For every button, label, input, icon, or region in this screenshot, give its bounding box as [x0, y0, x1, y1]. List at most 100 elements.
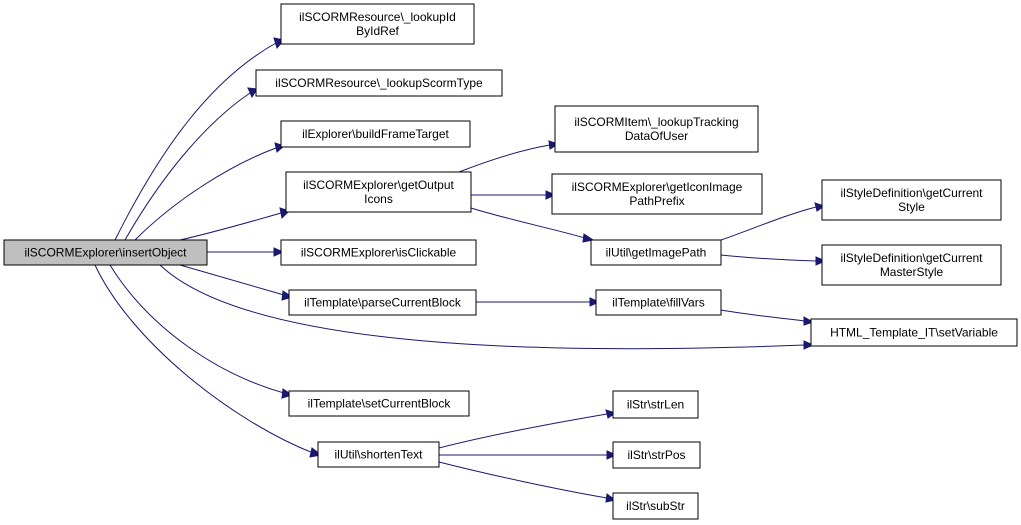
arrowhead: [273, 247, 285, 257]
edge-line: [438, 413, 608, 449]
edge-line: [438, 461, 608, 499]
edge-insertObject-to-lookupIdByIdRef: [114, 37, 285, 241]
node-getImagePath[interactable]: ilUtil\getImagePath: [590, 239, 722, 266]
arrowhead: [814, 202, 826, 212]
edge-line: [720, 206, 817, 241]
node-setCurrentBlock[interactable]: ilTemplate\setCurrentBlock: [288, 390, 470, 417]
arrowhead: [803, 316, 815, 326]
node-setVariable[interactable]: HTML_Template_IT\setVariable: [810, 318, 1018, 347]
edge-line: [109, 264, 285, 394]
node-label: ilTemplate\setCurrentBlock: [308, 397, 452, 411]
node-box: [590, 239, 722, 266]
node-label: ilStr\subStr: [626, 499, 685, 513]
node-subStr[interactable]: ilStr\subStr: [612, 492, 699, 520]
arrowhead: [605, 409, 617, 419]
node-label: HTML_Template_IT\setVariable: [830, 326, 998, 340]
node-box: [288, 289, 477, 316]
edge-getImagePath-to-getCurrentStyle: [720, 202, 826, 241]
nodes: ilSCORMExplorer\insertObject ilSCORMResou…: [3, 3, 1018, 520]
arrowhead: [589, 297, 601, 307]
node-box: [288, 390, 470, 417]
edge-insertObject-to-setVariable: [159, 264, 815, 350]
node-insertObject[interactable]: ilSCORMExplorer\insertObject: [3, 239, 208, 266]
arrowhead: [548, 140, 560, 150]
node-shortenText[interactable]: ilUtil\shortenText: [317, 441, 440, 468]
node-box: [551, 173, 763, 215]
edge-insertObject-to-isClickable: [207, 247, 285, 257]
node-box: [612, 390, 699, 419]
node-isClickable[interactable]: ilSCORMExplorer\isClickable: [280, 239, 477, 266]
edge-insertObject-to-setCurrentBlock: [109, 264, 294, 399]
node-label: Icons: [364, 192, 393, 206]
edge-line: [179, 264, 285, 296]
node-strLen[interactable]: ilStr\strLen: [612, 390, 699, 419]
node-box: [595, 289, 722, 316]
node-box: [612, 441, 701, 469]
edge-line: [179, 212, 282, 241]
edge-shortenText-to-strLen: [438, 409, 617, 449]
node-label: Style: [898, 200, 925, 214]
node-label: ilTemplate\parseCurrentBlock: [304, 296, 462, 310]
node-label: ilUtil\getImagePath: [606, 246, 707, 260]
node-label: ilSCORMResource\_lookupScormType: [275, 76, 483, 90]
node-box: [821, 244, 1002, 286]
edge-insertObject-to-lookupScormType: [124, 87, 258, 241]
node-box: [554, 105, 759, 153]
arrowhead: [545, 190, 557, 200]
node-label: PathPrefix: [629, 194, 684, 208]
node-label: ByIdRef: [356, 24, 399, 38]
node-label: ilStr\strLen: [627, 398, 684, 412]
node-lookupScormType[interactable]: ilSCORMResource\_lookupScormType: [255, 69, 503, 97]
node-label: MasterStyle: [880, 265, 944, 279]
arrowhead: [803, 340, 815, 350]
node-label: ilTemplate\fillVars: [612, 296, 704, 310]
edge-insertObject-to-buildFrameTarget: [134, 142, 285, 241]
edge-line: [720, 254, 817, 262]
node-label: ilUtil\shortenText: [334, 448, 423, 462]
edge-parseCurrentBlock-to-fillVars: [476, 297, 601, 307]
node-label: DataOfUser: [625, 129, 688, 143]
node-fillVars[interactable]: ilTemplate\fillVars: [595, 289, 722, 316]
node-box: [821, 179, 1002, 221]
edge-line: [470, 207, 586, 239]
edge-line: [159, 264, 806, 350]
node-box: [280, 3, 475, 45]
node-label: ilStyleDefinition\getCurrent: [840, 186, 983, 200]
edges: [94, 37, 827, 503]
edge-insertObject-to-parseCurrentBlock: [179, 264, 294, 301]
node-box: [810, 318, 1018, 347]
node-box: [280, 120, 471, 148]
node-strPos[interactable]: ilStr\strPos: [612, 441, 701, 469]
node-label: ilSCORMResource\_lookupId: [299, 10, 456, 24]
node-buildFrameTarget[interactable]: ilExplorer\buildFrameTarget: [280, 120, 471, 148]
arrowhead: [247, 87, 258, 99]
node-label: ilStr\strPos: [627, 448, 685, 462]
node-box: [255, 69, 503, 97]
edge-shortenText-to-strPos: [439, 450, 618, 460]
edge-line: [720, 309, 806, 322]
node-label: ilSCORMItem\_lookupTracking: [574, 115, 738, 129]
node-label: ilSCORMExplorer\getIconImage: [572, 180, 743, 194]
edge-line: [94, 264, 314, 454]
edge-insertObject-to-shortenText: [94, 264, 323, 458]
node-label: ilSCORMExplorer\insertObject: [24, 246, 187, 260]
edge-line: [134, 147, 277, 241]
edge-line: [124, 92, 251, 241]
edge-insertObject-to-getOutputIcons: [179, 207, 290, 241]
node-box: [285, 171, 472, 213]
node-parseCurrentBlock[interactable]: ilTemplate\parseCurrentBlock: [288, 289, 477, 316]
edge-line: [458, 144, 551, 173]
node-label: ilStyleDefinition\getCurrent: [840, 251, 983, 265]
edge-getImagePath-to-getCurrentMasterStyle: [720, 254, 827, 266]
arrowhead: [606, 450, 618, 460]
edge-getOutputIcons-to-lookupTracking: [458, 140, 560, 173]
edge-shortenText-to-subStr: [438, 461, 617, 503]
edge-getOutputIcons-to-getIconImagePathPrefix: [471, 190, 557, 200]
